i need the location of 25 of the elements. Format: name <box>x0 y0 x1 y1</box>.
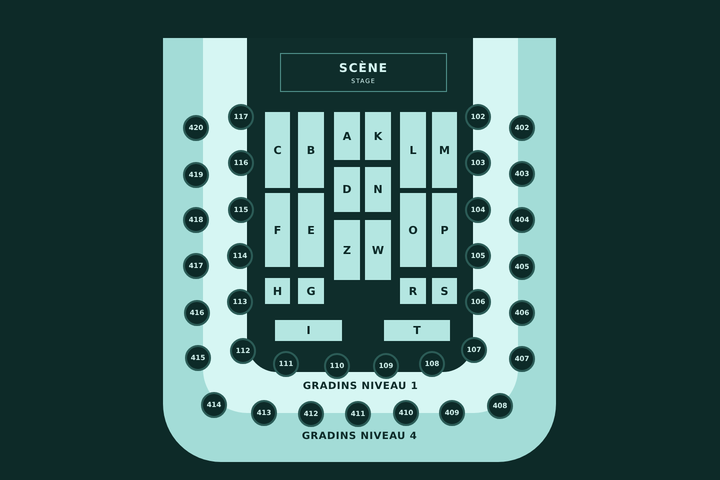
floor-section: T <box>384 320 450 341</box>
floor-section: L <box>400 112 426 188</box>
floor-section: K <box>365 112 391 160</box>
floor-section: D <box>334 167 360 212</box>
floor-section: H <box>265 278 290 304</box>
floor-section: S <box>432 278 457 304</box>
floor-section: M <box>432 112 457 188</box>
floor-section: W <box>365 220 391 280</box>
floor-section: P <box>432 193 457 267</box>
tier-label: GRADINS NIVEAU 4 <box>302 431 418 442</box>
floor-section: A <box>334 112 360 160</box>
stage-area <box>280 53 447 92</box>
floor-section: B <box>298 112 324 188</box>
floor-section: I <box>275 320 342 341</box>
floor-section: R <box>400 278 426 304</box>
floor-section: E <box>298 193 324 267</box>
floor-section: F <box>265 193 290 267</box>
floor-section: G <box>298 278 324 304</box>
tier-label: GRADINS NIVEAU 1 <box>302 381 418 392</box>
floor-section: O <box>400 193 426 267</box>
floor-section: N <box>365 167 391 212</box>
floor-section: Z <box>334 220 360 280</box>
floor-section: C <box>265 112 290 188</box>
stage-title: SCÈNE <box>339 61 388 75</box>
seating-tier <box>163 38 556 462</box>
